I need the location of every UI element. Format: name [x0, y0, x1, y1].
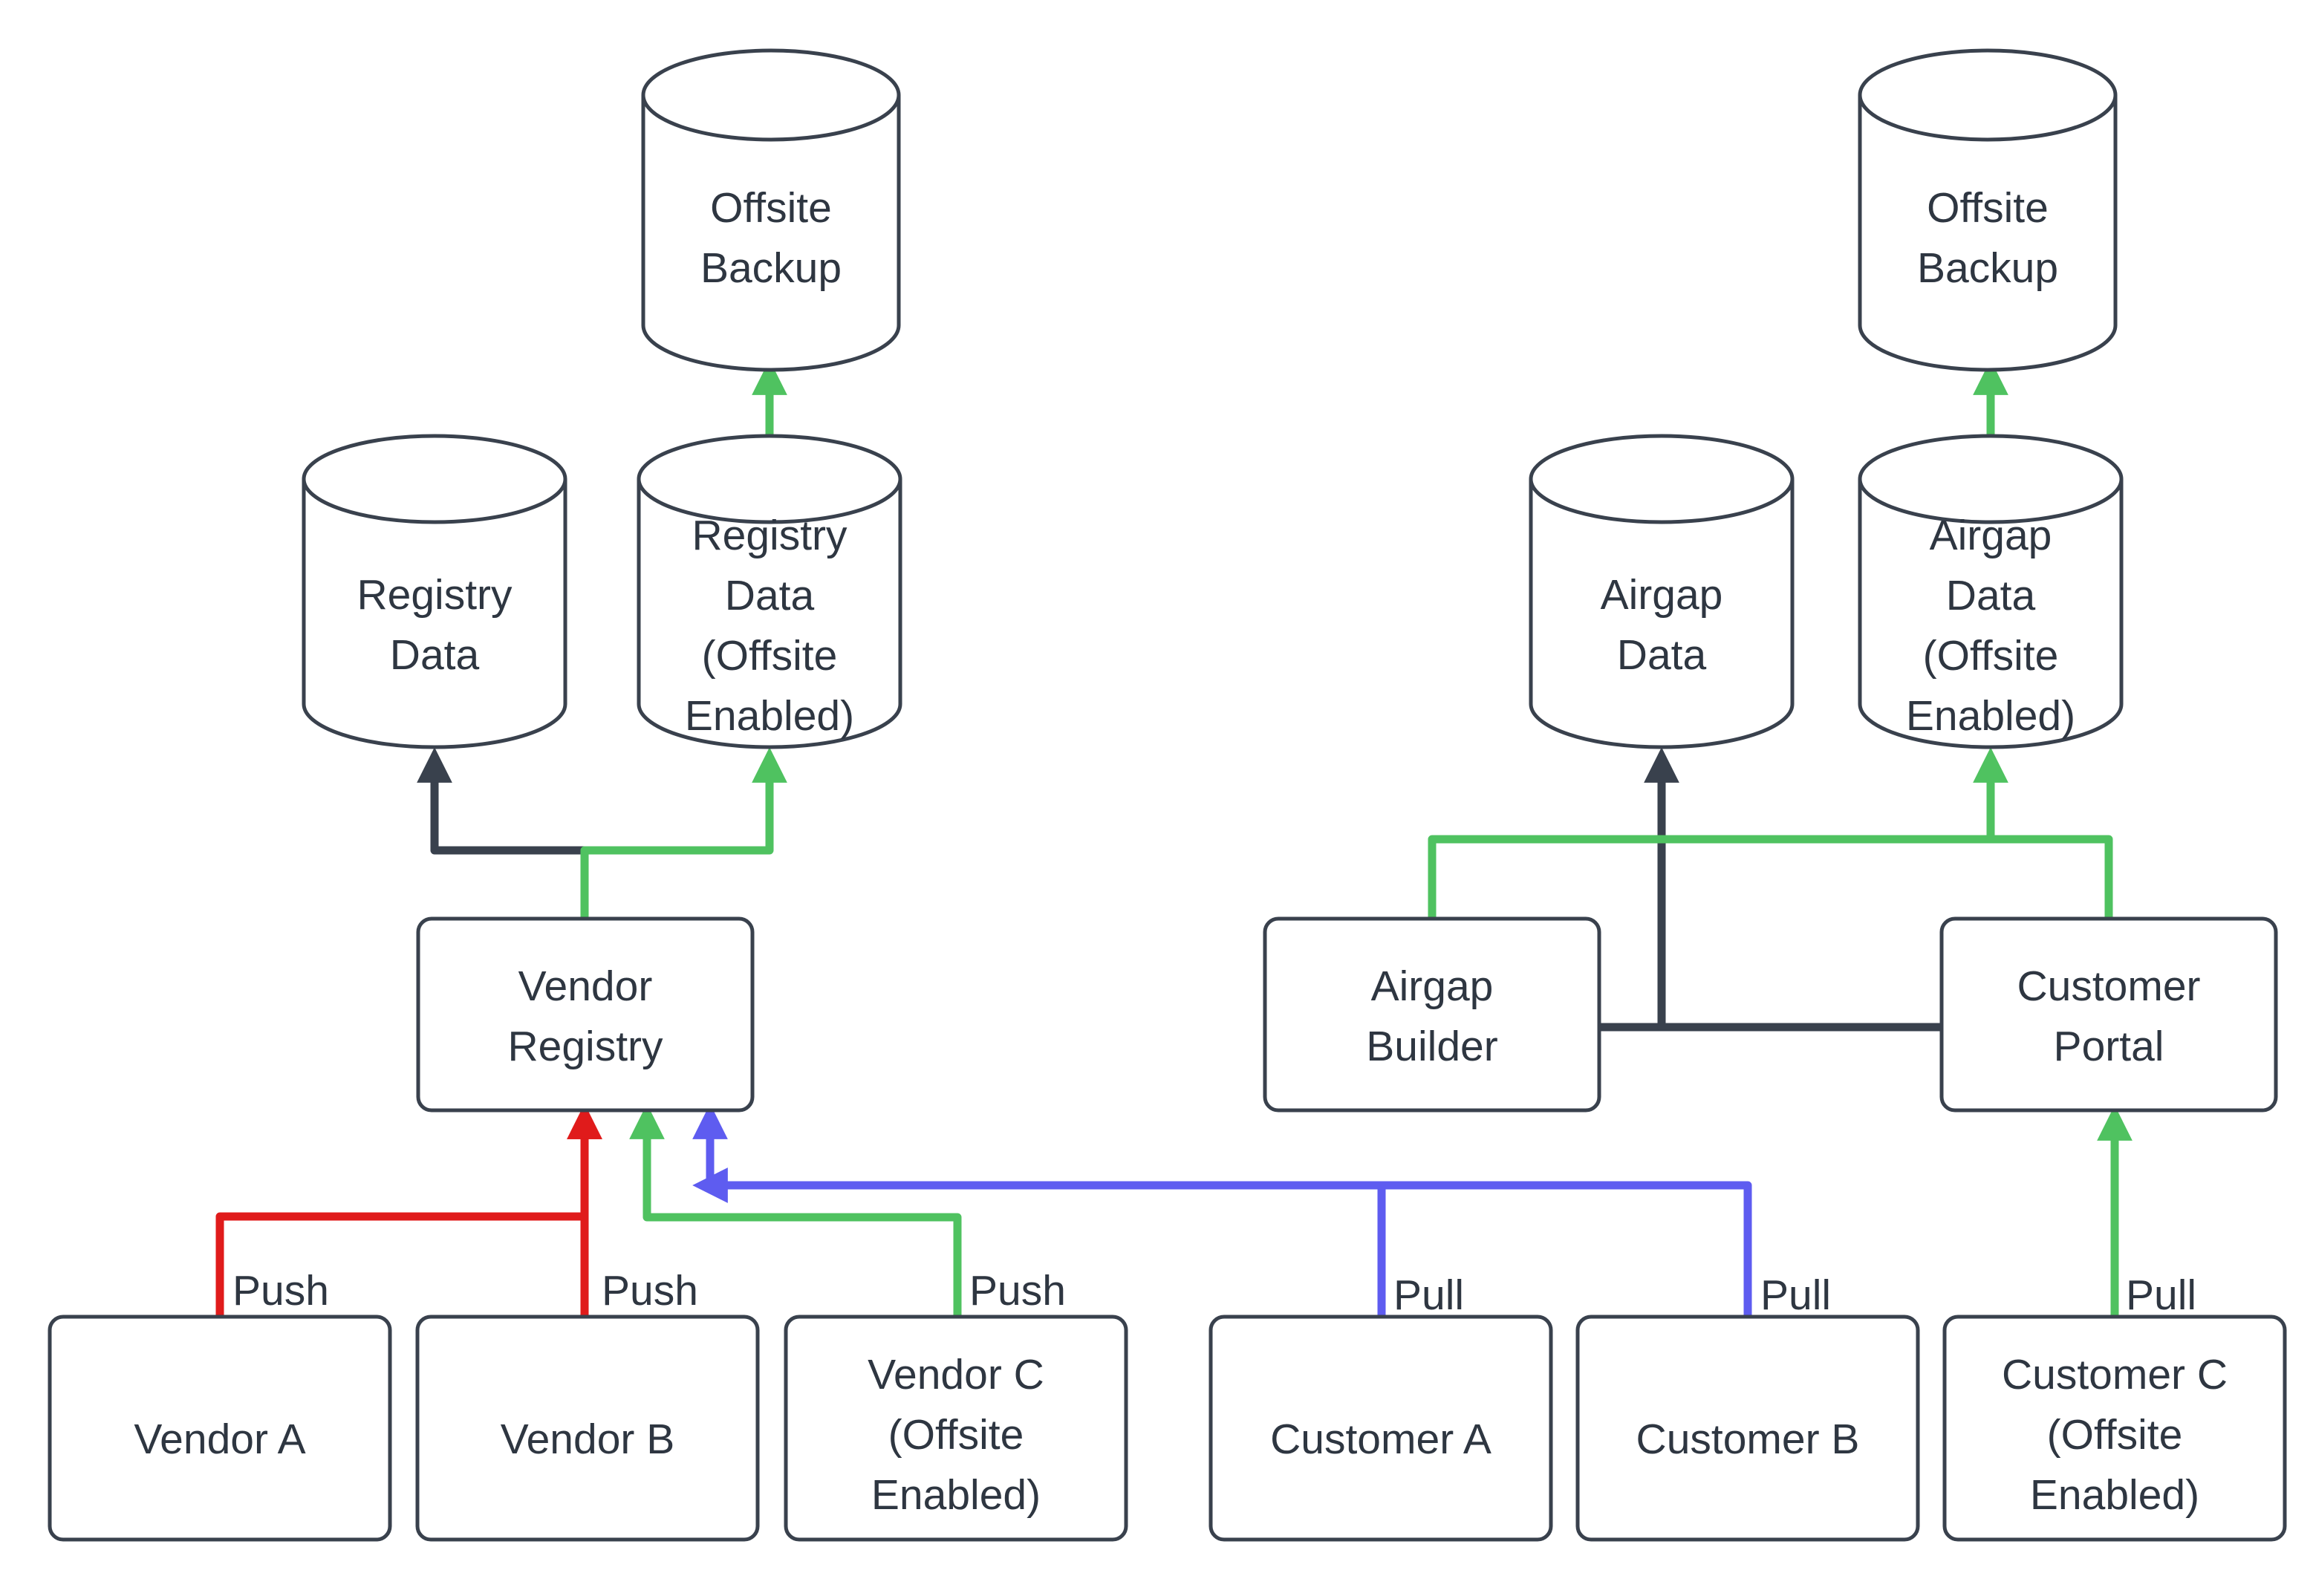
cylinder-top — [302, 434, 567, 524]
cylinder-body — [637, 479, 902, 749]
cylinder-top — [641, 48, 901, 142]
node-label: Vendor A — [134, 1416, 305, 1463]
node-customer-b[interactable]: Customer B — [1575, 1315, 1920, 1542]
node-offsite-backup-right[interactable]: Offsite Backup — [1858, 48, 2118, 372]
edge-customer-b-pull[interactable] — [692, 1167, 1752, 1321]
node-customer-c[interactable]: Customer C (Offsite Enabled) — [1942, 1315, 2287, 1542]
node-offsite-backup-left[interactable]: Offsite Backup — [641, 48, 901, 372]
node-label: Customer A — [1270, 1416, 1491, 1463]
node-label-line2: (Offsite — [2047, 1411, 2183, 1459]
node-label-line2: Portal — [2054, 1023, 2164, 1070]
node-vendor-a[interactable]: Vendor A — [48, 1315, 392, 1542]
box-shape — [416, 916, 755, 1113]
node-label-line3: (Offsite — [702, 632, 838, 680]
cylinder-body — [1858, 479, 2124, 749]
node-label-line4: Enabled) — [685, 692, 854, 740]
node-registry-data-offsite[interactable]: Registry Data (Offsite Enabled) — [637, 434, 902, 749]
edge-label-vendor-b: Push — [602, 1267, 698, 1315]
box-shape — [1208, 1315, 1553, 1542]
node-airgap-builder[interactable]: Airgap Builder — [1263, 916, 1601, 1113]
edges-layer — [215, 359, 2133, 1321]
box-shape — [784, 1315, 1128, 1542]
box-shape — [1942, 1315, 2287, 1542]
node-label-line1: Airgap — [1930, 512, 2052, 559]
edge-builder-to-airgapoffsite[interactable] — [1428, 747, 2008, 923]
node-label-line1: Airgap — [1371, 963, 1494, 1010]
node-label-line1: Registry — [357, 571, 513, 619]
node-label-line2: Data — [390, 631, 480, 679]
edge-label-customer-b: Pull — [1760, 1271, 1831, 1319]
node-label-line2: Data — [1946, 572, 2036, 619]
edge-label-vendor-a: Push — [232, 1267, 329, 1315]
edge-registry-to-data[interactable] — [417, 747, 589, 923]
edge-label-vendor-c: Push — [969, 1267, 1066, 1315]
node-label-line2: Builder — [1366, 1023, 1497, 1070]
node-label-line1: Vendor C — [868, 1351, 1044, 1398]
cylinder-top — [1529, 434, 1795, 524]
node-customer-portal[interactable]: Customer Portal — [1939, 916, 2278, 1113]
cylinder-body — [302, 479, 567, 749]
node-label-line1: Offsite — [1927, 184, 2049, 232]
node-label-line1: Offsite — [710, 184, 832, 232]
node-label: Vendor B — [501, 1416, 675, 1463]
node-label-line1: Customer — [2017, 963, 2200, 1010]
edge-portal-to-airgapoffsite[interactable] — [1986, 835, 2113, 923]
node-label-line3: (Offsite — [1923, 632, 2059, 680]
box-shape — [1939, 916, 2278, 1113]
edge-label-customer-c: Pull — [2126, 1271, 2196, 1319]
cylinder-body — [1529, 479, 1795, 749]
edge-builder-to-airgapdata[interactable] — [1595, 747, 1679, 1032]
node-label: Customer B — [1636, 1416, 1860, 1463]
box-shape — [1575, 1315, 1920, 1542]
node-vendor-c[interactable]: Vendor C (Offsite Enabled) — [784, 1315, 1128, 1542]
node-label-line2: Data — [725, 572, 815, 619]
edge-registry-to-offsite[interactable] — [580, 747, 787, 923]
cylinder-top — [637, 434, 902, 524]
node-airgap-data[interactable]: Airgap Data — [1529, 434, 1795, 749]
box-shape — [1263, 916, 1601, 1113]
node-label-line2: Registry — [507, 1023, 663, 1070]
node-label-line1: Customer C — [2002, 1351, 2228, 1398]
node-label-line1: Vendor — [518, 963, 653, 1010]
node-label-line2: (Offsite — [888, 1411, 1024, 1459]
node-label-line3: Enabled) — [2030, 1471, 2199, 1519]
cylinder-body — [1858, 95, 2118, 372]
edge-vendor-c-push[interactable] — [629, 1104, 962, 1321]
cylinder-top — [1858, 48, 2118, 142]
cylinder-top — [1858, 434, 2124, 524]
node-airgap-data-offsite[interactable]: Airgap Data (Offsite Enabled) — [1858, 434, 2124, 749]
node-registry-data[interactable]: Registry Data — [302, 434, 567, 749]
cylinder-body — [641, 95, 901, 372]
node-label-line2: Data — [1617, 631, 1707, 679]
node-label-line4: Enabled) — [1906, 692, 2075, 740]
node-vendor-registry[interactable]: Vendor Registry — [416, 916, 755, 1113]
edge-labels-layer: Push Push Push Pull Pull Pull — [232, 1267, 2196, 1319]
node-label-line2: Backup — [1917, 244, 2058, 292]
node-label-line1: Registry — [692, 512, 848, 559]
box-shape — [48, 1315, 392, 1542]
box-shape — [415, 1315, 760, 1542]
node-label-line1: Airgap — [1601, 571, 1723, 619]
edge-label-customer-a: Pull — [1393, 1271, 1464, 1319]
node-customer-a[interactable]: Customer A — [1208, 1315, 1553, 1542]
node-vendor-b[interactable]: Vendor B — [415, 1315, 760, 1542]
node-label-line2: Backup — [700, 244, 842, 292]
node-label-line3: Enabled) — [871, 1471, 1041, 1519]
